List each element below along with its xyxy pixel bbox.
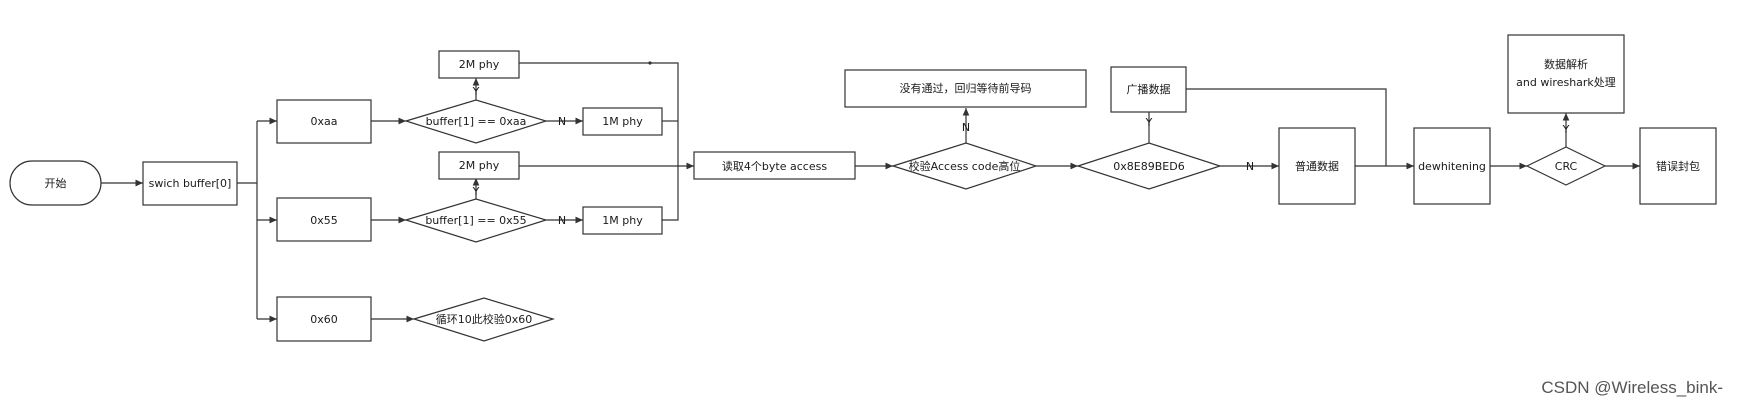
phy-1m-55-label: 1M phy — [602, 214, 643, 227]
error-node: 错误封包 — [1639, 127, 1717, 205]
crc-node: CRC — [1525, 146, 1607, 186]
start-label: 开始 — [45, 176, 67, 190]
watermark: CSDN @Wireless_bink- — [1541, 378, 1723, 397]
check-access-label: 校验Access code高位 — [909, 159, 1021, 173]
broadcast-label: 广播数据 — [1127, 82, 1171, 96]
no-pass-node: 没有通过，回归等待前导码 — [844, 69, 1087, 108]
parse-label-line2: and wireshark处理 — [1516, 76, 1616, 89]
decision-60-label: 循环10此校验0x60 — [436, 312, 533, 326]
label-y-crc: Y — [1562, 123, 1570, 136]
phy-2m-mid-label: 2M phy — [459, 159, 500, 172]
error-label: 错误封包 — [1656, 159, 1700, 173]
branch-0x60-node: 0x60 — [276, 296, 372, 342]
phy-1m-aa-node: 1M phy — [582, 107, 663, 136]
label-n-aa: N — [558, 115, 566, 128]
cmp-addr-label: 0x8E89BED6 — [1113, 160, 1184, 173]
label-n-55: N — [558, 214, 566, 227]
crc-label: CRC — [1555, 160, 1578, 173]
branch-0x55-label: 0x55 — [310, 214, 338, 227]
label-y-55: Y — [472, 185, 480, 198]
label-n-cmp: N — [1246, 160, 1254, 173]
label-y-aa: Y — [472, 85, 480, 98]
read4-label: 读取4个byte access — [722, 159, 827, 173]
label-n-check: N — [962, 121, 970, 134]
edge-junction-dot — [648, 61, 652, 65]
edge-2m-top-read4 — [519, 62, 679, 166]
no-pass-label: 没有通过，回归等待前导码 — [900, 81, 1032, 95]
decision-55-node: buffer[1] == 0x55 — [403, 198, 549, 243]
phy-2m-top-label: 2M phy — [459, 58, 500, 71]
start-node: 开始 — [9, 160, 102, 206]
branch-0xaa-label: 0xaa — [311, 115, 338, 128]
phy-2m-mid-node: 2M phy — [438, 151, 520, 180]
switch-node: swich buffer[0] — [142, 161, 238, 206]
parse-node: 数据解析 and wireshark处理 — [1507, 34, 1625, 114]
phy-1m-aa-label: 1M phy — [602, 115, 643, 128]
decision-aa-node: buffer[1] == 0xaa — [403, 99, 549, 144]
dewhiten-node: dewhitening — [1413, 127, 1491, 205]
edge-1m-55-read4 — [662, 166, 679, 221]
edge-labels: Y N Y N N Y N Y — [472, 85, 1570, 227]
cmp-addr-node: 0x8E89BED6 — [1076, 142, 1222, 190]
phy-1m-55-node: 1M phy — [582, 206, 663, 235]
edge-broadcast-dewhiten — [1186, 88, 1387, 166]
normal-label: 普通数据 — [1295, 159, 1339, 173]
read4-node: 读取4个byte access — [693, 151, 856, 180]
dewhiten-label: dewhitening — [1418, 160, 1486, 173]
branch-0xaa-node: 0xaa — [276, 99, 372, 144]
label-y-cmp: Y — [1145, 116, 1153, 129]
decision-55-label: buffer[1] == 0x55 — [425, 214, 526, 227]
check-access-node: 校验Access code高位 — [891, 142, 1038, 190]
branch-0x55-node: 0x55 — [276, 197, 372, 242]
decision-aa-label: buffer[1] == 0xaa — [426, 115, 527, 128]
branch-0x60-label: 0x60 — [310, 313, 338, 326]
decision-60-node: 循环10此校验0x60 — [411, 297, 556, 342]
switch-label: swich buffer[0] — [149, 177, 232, 190]
phy-2m-top-node: 2M phy — [438, 50, 520, 79]
edges — [101, 61, 1640, 323]
parse-label-line1: 数据解析 — [1544, 57, 1588, 71]
normal-node: 普通数据 — [1278, 127, 1356, 205]
broadcast-node: 广播数据 — [1110, 66, 1187, 113]
